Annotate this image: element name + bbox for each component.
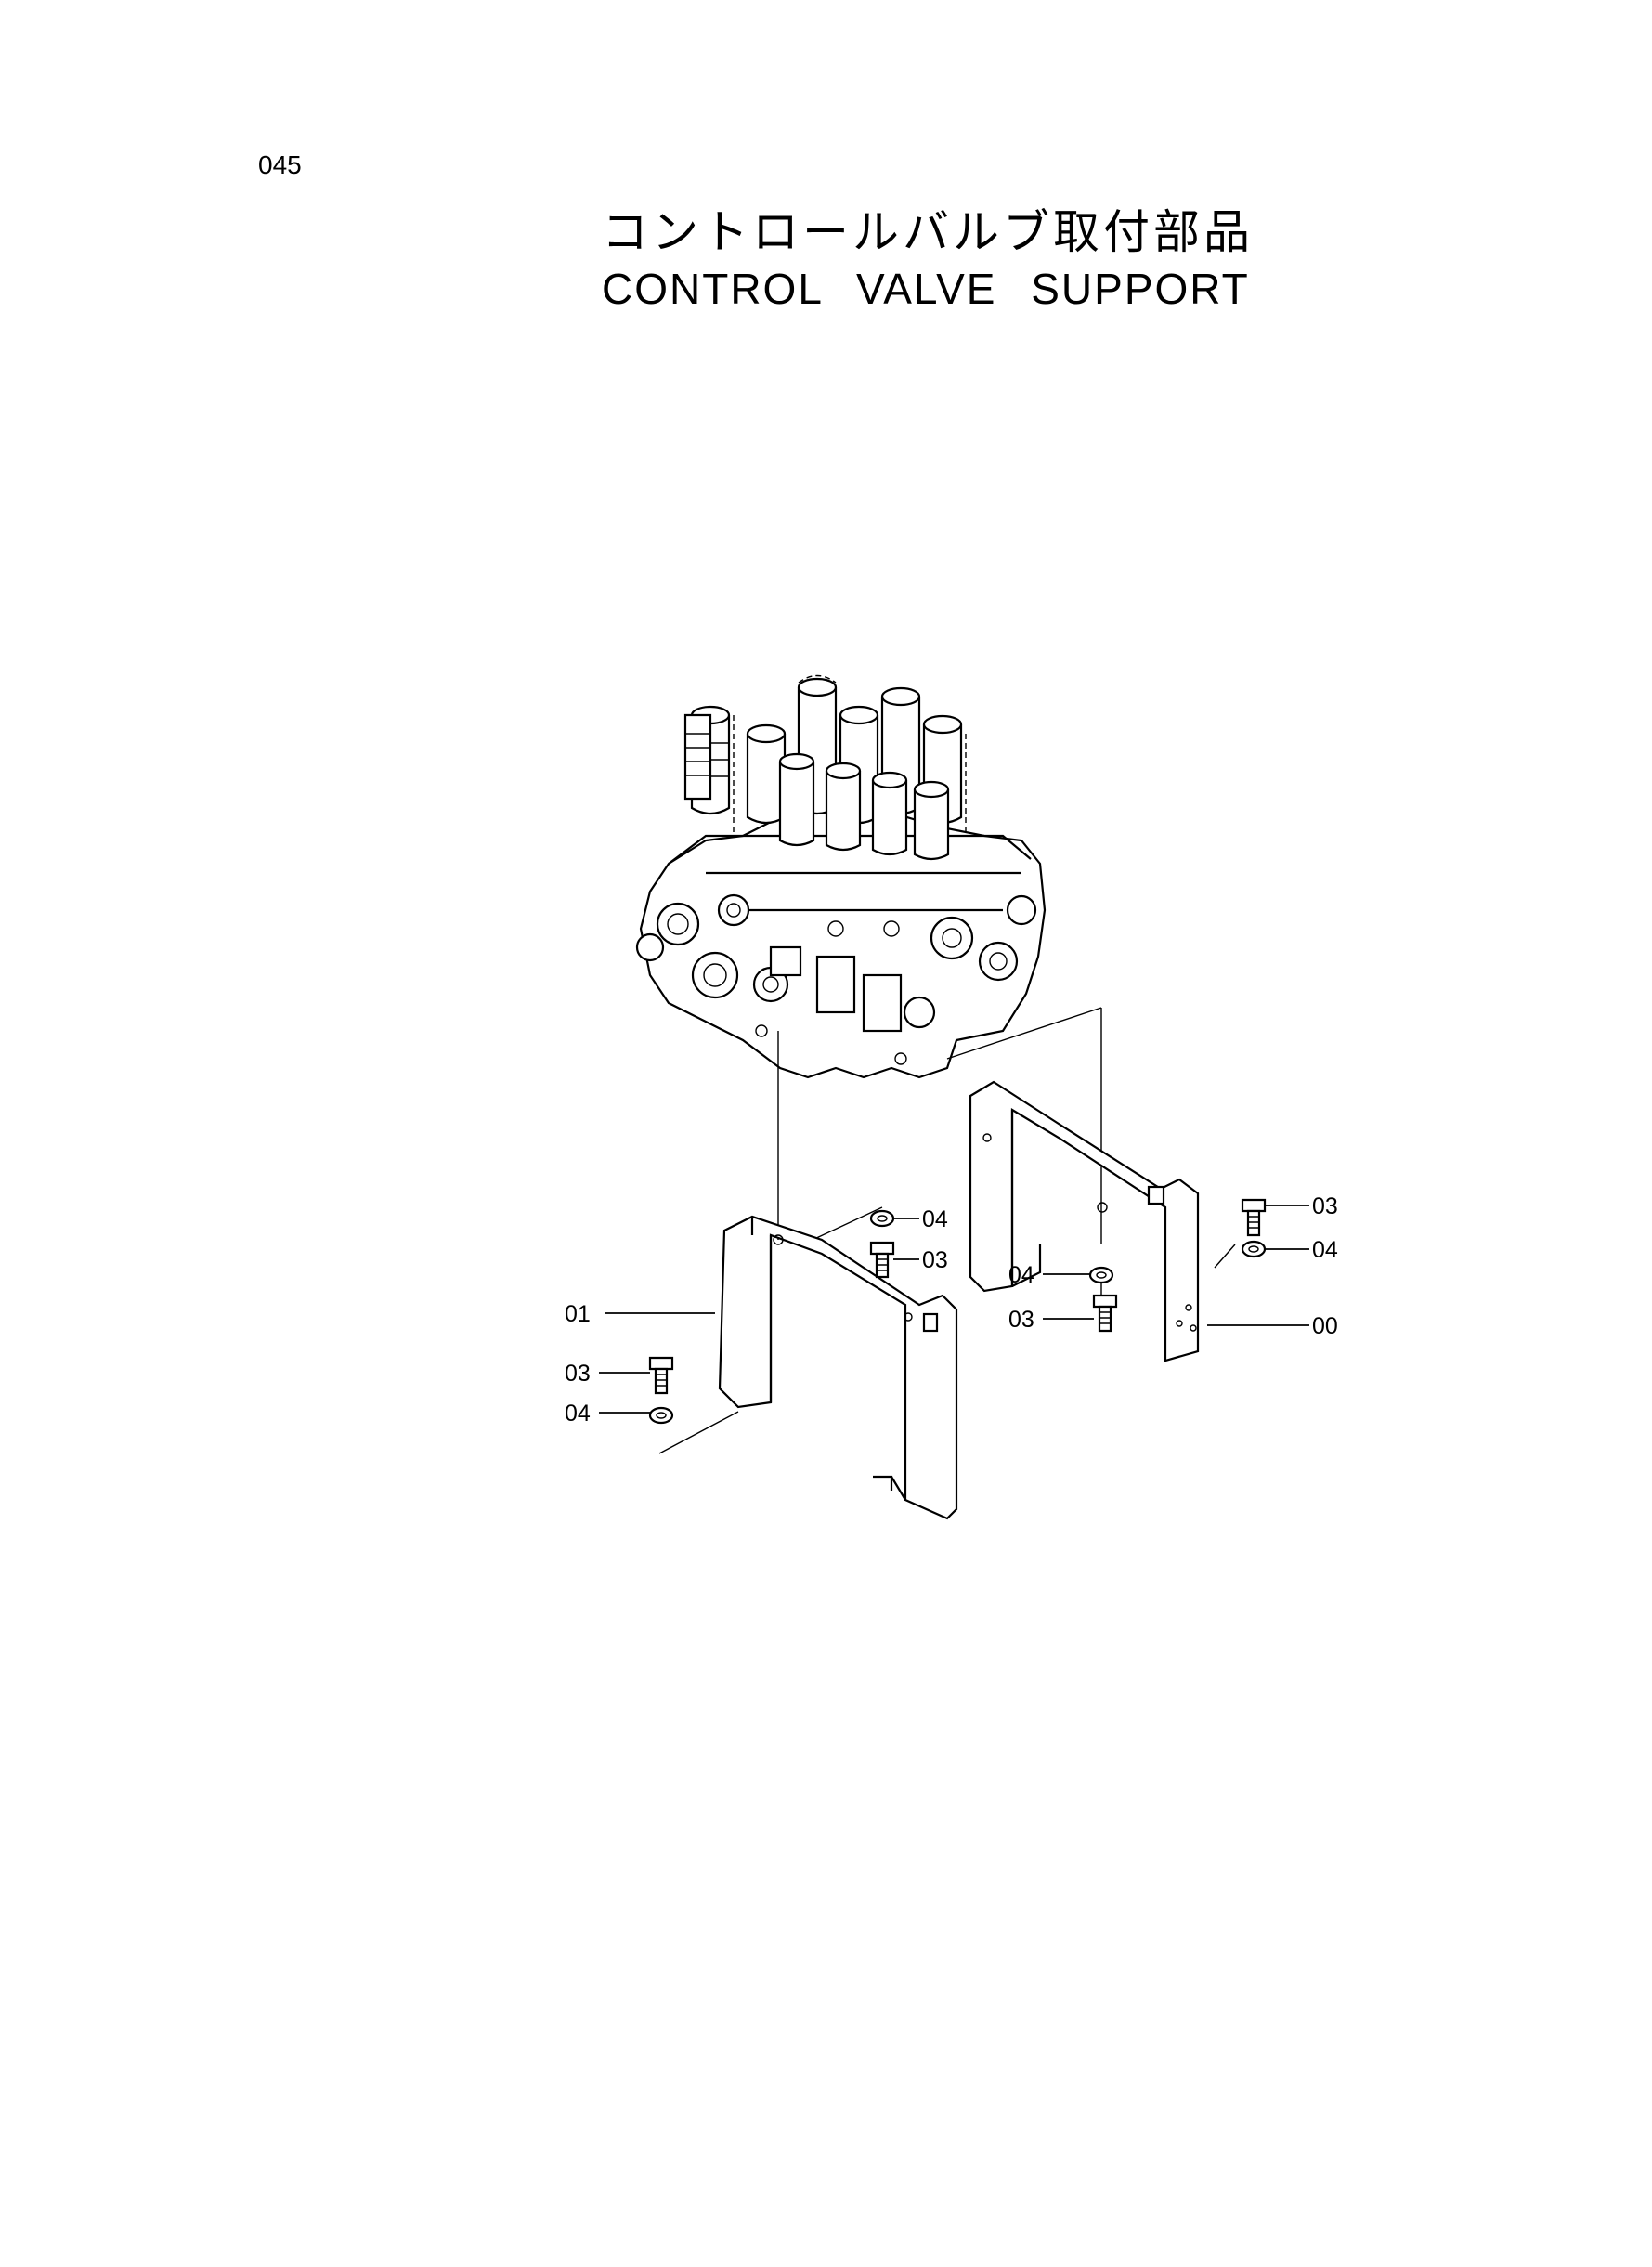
bracket-01 (718, 1215, 958, 1520)
page-number: 045 (258, 150, 302, 179)
alignment-lines (658, 1007, 1236, 1454)
bolts (648, 1198, 1267, 1395)
spool-caps (683, 674, 967, 861)
callout-03-mid: 03 (1008, 1307, 1034, 1333)
callout-00-right: 00 (1312, 1313, 1338, 1339)
callout-03-center: 03 (922, 1247, 948, 1273)
title-japanese: コントロールバルブ取付部品 (602, 205, 1254, 259)
title-english: CONTROL VALVE SUPPORT (602, 265, 1250, 313)
callout-04-mid: 04 (1008, 1262, 1034, 1288)
bolt-right (1241, 1198, 1267, 1237)
callout-04-right: 04 (1312, 1237, 1338, 1263)
callout-01-left: 01 (565, 1301, 591, 1327)
callout-03-right: 03 (1312, 1193, 1338, 1219)
leader-lines (599, 1205, 1309, 1414)
washers (648, 1209, 1267, 1425)
bracket-00 (969, 1080, 1200, 1362)
callout-labels: 01 03 04 04 03 04 03 03 04 00 (565, 1193, 1338, 1427)
bolt-left (648, 1356, 674, 1395)
valve-ports (635, 893, 1037, 1065)
callout-04-left: 04 (565, 1401, 591, 1427)
control-valve-assembly (635, 674, 1047, 1079)
callout-04-center: 04 (922, 1206, 948, 1232)
title-block: コントロールバルブ取付部品 CONTROL VALVE SUPPORT (602, 204, 1307, 318)
callout-03-left: 03 (565, 1361, 591, 1387)
bolt-center (869, 1241, 895, 1279)
bolt-mid (1092, 1294, 1118, 1333)
